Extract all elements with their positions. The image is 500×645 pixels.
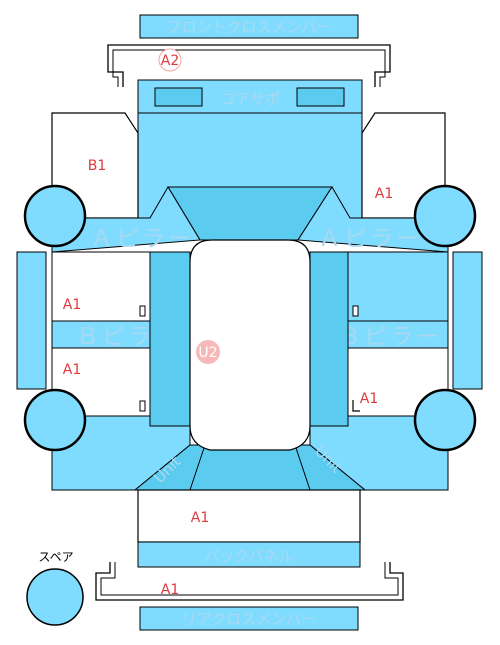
wheel-rear-left[interactable]: [23, 388, 87, 452]
wheel-rear-right[interactable]: [413, 388, 477, 452]
rear-window-split-right: [294, 444, 311, 491]
code-a1-left-front-door: A1: [63, 297, 81, 313]
wheel-front-right[interactable]: [413, 184, 477, 248]
b-pillar-right-label: Ｂピラー: [338, 324, 442, 350]
roof-rail-right[interactable]: [309, 251, 349, 427]
roof-rail-left[interactable]: [149, 251, 191, 427]
rear-cross-member-frame[interactable]: [95, 562, 404, 601]
core-support-lamp-right: [296, 87, 345, 107]
core-support-label: コアサポ: [220, 90, 280, 108]
door-handle-right-rear: [352, 400, 360, 412]
code-u2: U2: [198, 345, 217, 361]
core-support-lamp-left: [154, 87, 203, 107]
door-handle-left-rear: [139, 400, 146, 412]
a-pillar-left-label: Ａピラー: [90, 226, 194, 252]
rear-cross-member-label: リアクロスメンバー: [182, 610, 316, 628]
front-cross-member-frame[interactable]: [107, 44, 391, 87]
a-pillar-right-label: Ａピラー: [318, 226, 422, 252]
right-side-sill[interactable]: [452, 251, 483, 390]
front-cross-member-label: フロントクロスメンバー: [166, 18, 331, 36]
back-panel-label: バックパネル: [204, 547, 293, 565]
code-a2: A2: [161, 53, 179, 69]
rear-quarter-left[interactable]: [51, 415, 191, 491]
front-cross-member-frame-inner: [112, 49, 386, 87]
code-b1: B1: [88, 158, 107, 174]
code-a1-right-rear-door: A1: [360, 391, 378, 407]
rear-cross-member-panel[interactable]: [139, 606, 359, 631]
back-panel[interactable]: [137, 541, 361, 568]
rear-window-split-left: [189, 444, 206, 491]
wheel-front-left[interactable]: [23, 184, 87, 248]
roof-panel[interactable]: [189, 239, 311, 451]
spare-tire[interactable]: [26, 568, 84, 626]
code-a1-left-rear-door: A1: [63, 362, 81, 378]
rear-quarter-right[interactable]: [309, 415, 449, 491]
door-handle-right-front: [352, 305, 359, 317]
right-front-door[interactable]: [347, 251, 449, 322]
code-marker-u2: [196, 340, 220, 364]
code-marker-a2: [158, 48, 182, 72]
code-a1-right-fender: A1: [375, 186, 393, 202]
rear-cross-member-frame-inner: [100, 562, 399, 596]
spare-label: スペア: [38, 550, 73, 564]
left-side-sill[interactable]: [16, 251, 47, 390]
door-handle-left-front: [139, 305, 146, 317]
code-a1-trunk: A1: [191, 510, 209, 526]
code-a1-rear-frame: A1: [161, 582, 179, 598]
front-cross-member-panel[interactable]: [139, 14, 359, 39]
trunk-panel[interactable]: [137, 489, 361, 543]
